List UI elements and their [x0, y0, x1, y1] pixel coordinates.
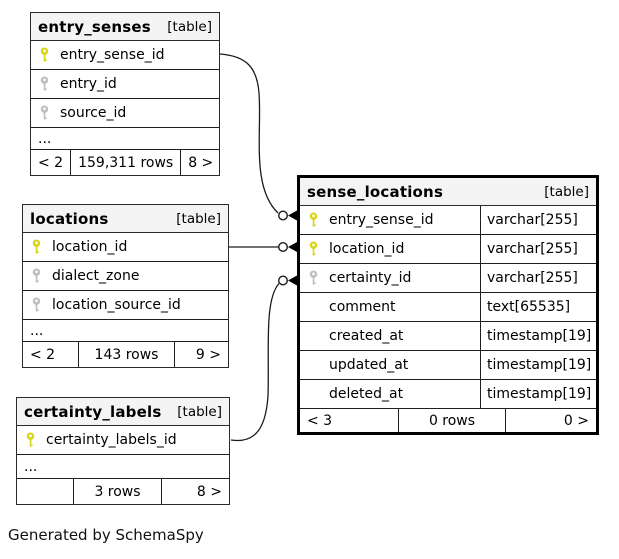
- column-name: entry_sense_id: [60, 47, 165, 63]
- column-row: created_at timestamp[19]: [300, 322, 596, 351]
- foreign-key-icon: [40, 76, 49, 91]
- primary-key-icon: [309, 212, 318, 227]
- footer-row-count: 143 rows: [78, 342, 175, 367]
- column-row: comment text[65535]: [300, 293, 596, 322]
- column-type: timestamp[19]: [480, 322, 596, 350]
- table-footer: 3 rows 8 >: [17, 479, 229, 504]
- table-footer: < 3 0 rows 0 >: [300, 409, 596, 432]
- foreign-key-icon: [32, 268, 41, 283]
- table-type-tag: [table]: [544, 183, 589, 200]
- table-title[interactable]: sense_locations: [307, 182, 444, 201]
- table-card-entry-senses[interactable]: entry_senses [table] entry_sense_id: [30, 12, 220, 176]
- relation-circle-endpoint: [278, 210, 289, 221]
- column-name: comment: [329, 299, 396, 315]
- column-row: source_id: [31, 99, 219, 128]
- column-type: timestamp[19]: [480, 351, 596, 379]
- relationship-line-certainty-labels: [230, 283, 280, 442]
- column-name: deleted_at: [329, 386, 404, 402]
- table-header: entry_senses [table]: [31, 13, 219, 41]
- column-row: entry_sense_id varchar[255]: [300, 206, 596, 235]
- table-footer: < 2 159,311 rows 8 >: [31, 150, 219, 175]
- footer-row-count: 159,311 rows: [70, 150, 182, 175]
- column-name: location_id: [52, 239, 128, 255]
- table-title[interactable]: certainty_labels: [24, 402, 162, 421]
- column-type: timestamp[19]: [480, 380, 596, 408]
- table-type-tag: [table]: [176, 210, 221, 227]
- footer-row-count: 0 rows: [398, 409, 506, 432]
- relation-arrowhead-icon: [288, 210, 297, 221]
- footer-children-count: < 2: [30, 346, 56, 363]
- generated-by-note: Generated by SchemaSpy: [8, 526, 204, 544]
- column-row: dialect_zone: [23, 262, 228, 291]
- column-name: dialect_zone: [52, 268, 140, 284]
- foreign-key-icon: [40, 105, 49, 120]
- column-row: entry_id: [31, 70, 219, 99]
- table-card-certainty-labels[interactable]: certainty_labels [table] certainty_label…: [16, 397, 230, 505]
- foreign-key-icon: [309, 270, 318, 285]
- footer-children-count: < 3: [307, 412, 333, 429]
- column-type: varchar[255]: [480, 264, 596, 292]
- relation-arrowhead-icon: [288, 275, 297, 286]
- footer-columns-count: 9 >: [195, 346, 221, 363]
- column-type: text[65535]: [480, 293, 596, 321]
- foreign-key-icon: [32, 297, 41, 312]
- primary-key-icon: [26, 432, 35, 447]
- column-row: certainty_labels_id: [17, 426, 229, 455]
- footer-columns-count: 0 >: [563, 412, 589, 429]
- column-row: location_id: [23, 233, 228, 262]
- column-name: certainty_labels_id: [46, 432, 177, 448]
- footer-children-count: < 2: [38, 154, 64, 171]
- table-title[interactable]: entry_senses: [38, 17, 151, 36]
- column-row: certainty_id varchar[255]: [300, 264, 596, 293]
- primary-key-icon: [40, 47, 49, 62]
- column-name: entry_sense_id: [329, 212, 434, 228]
- footer-row-count: 3 rows: [73, 479, 162, 504]
- table-header: locations [table]: [23, 205, 228, 233]
- ellipsis-row: ...: [17, 455, 229, 479]
- table-type-tag: [table]: [167, 18, 212, 35]
- relationship-line-entry-senses: [219, 53, 279, 214]
- primary-key-icon: [309, 241, 318, 256]
- table-card-locations[interactable]: locations [table] location_id: [22, 204, 229, 368]
- column-type: varchar[255]: [480, 206, 596, 234]
- column-name: created_at: [329, 328, 404, 344]
- column-row: location_source_id: [23, 291, 228, 320]
- footer-columns-count: 8 >: [188, 154, 214, 171]
- column-name: source_id: [60, 105, 127, 121]
- ellipsis-row: ...: [23, 320, 228, 342]
- column-name: location_id: [329, 241, 405, 257]
- column-name: entry_id: [60, 76, 117, 92]
- table-card-sense-locations[interactable]: sense_locations [table] entry_sense_id v…: [297, 175, 599, 435]
- table-header: sense_locations [table]: [300, 178, 596, 206]
- column-row: location_id varchar[255]: [300, 235, 596, 264]
- column-row: updated_at timestamp[19]: [300, 351, 596, 380]
- table-header: certainty_labels [table]: [17, 398, 229, 426]
- primary-key-icon: [32, 239, 41, 254]
- column-type: varchar[255]: [480, 235, 596, 263]
- column-name: location_source_id: [52, 297, 181, 313]
- ellipsis-row: ...: [31, 128, 219, 150]
- table-type-tag: [table]: [177, 403, 222, 420]
- table-footer: < 2 143 rows 9 >: [23, 342, 228, 367]
- relation-arrowhead-icon: [288, 242, 297, 252]
- column-name: updated_at: [329, 357, 409, 373]
- relation-circle-endpoint: [278, 275, 289, 286]
- relation-circle-endpoint: [278, 241, 289, 252]
- column-row: deleted_at timestamp[19]: [300, 380, 596, 409]
- footer-columns-count: 8 >: [196, 483, 222, 500]
- table-title[interactable]: locations: [30, 209, 109, 228]
- footer-children-count: [17, 479, 73, 504]
- column-row: entry_sense_id: [31, 41, 219, 70]
- column-name: certainty_id: [329, 270, 412, 286]
